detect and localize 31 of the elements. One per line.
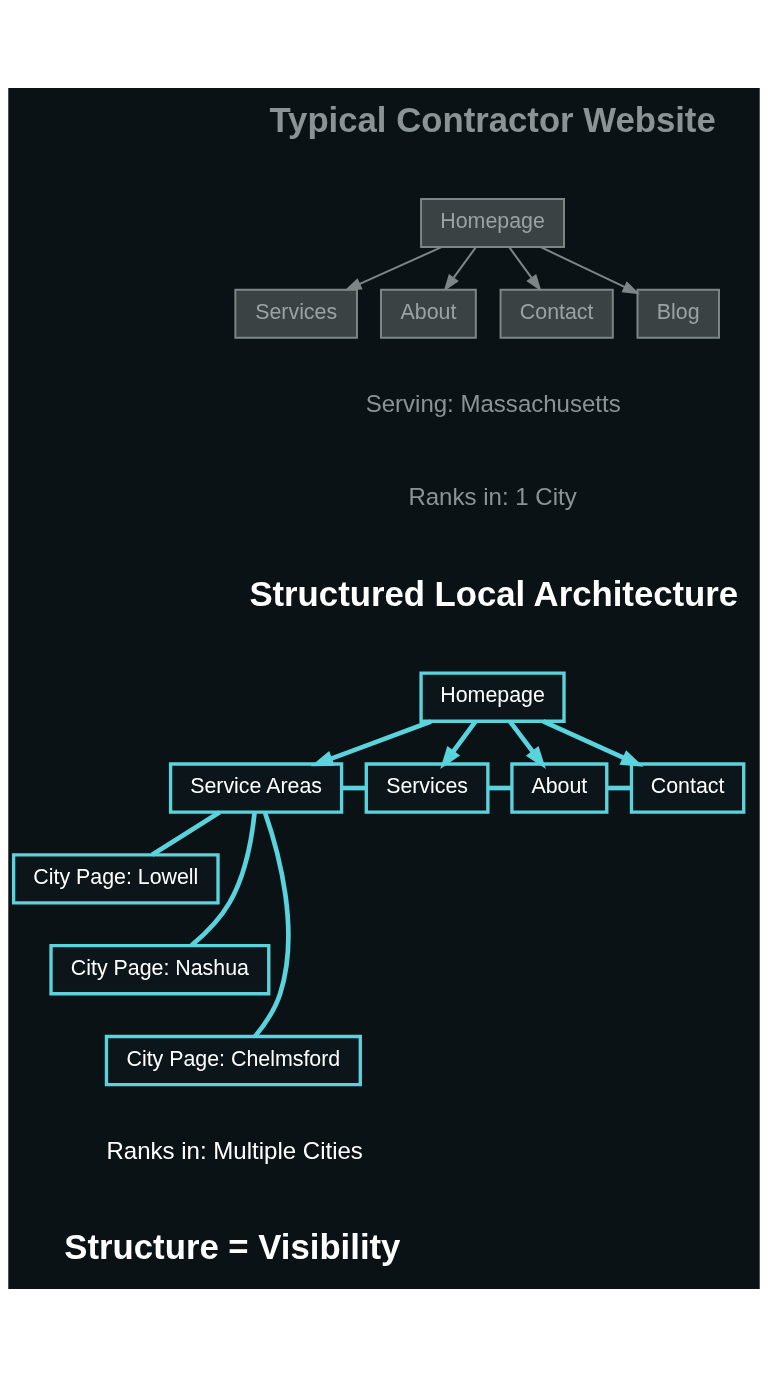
- node-box: Homepage: [420, 197, 565, 248]
- node-box: City Page: Nashua: [49, 943, 271, 995]
- connector: [150, 809, 221, 857]
- node-box: Services: [364, 761, 490, 814]
- node-box: City Page: Lowell: [11, 852, 220, 905]
- connector: [488, 785, 512, 790]
- arrow: [542, 718, 644, 767]
- arrow: [344, 245, 443, 291]
- arrow: [539, 245, 640, 294]
- node-box: Contact: [499, 288, 614, 339]
- arrow: [443, 245, 477, 292]
- node-box: Service Areas: [168, 761, 344, 814]
- node-box: Contact: [629, 761, 746, 814]
- node-box: Services: [234, 288, 358, 339]
- label: Structured Local Architecture: [249, 574, 739, 613]
- arrow: [508, 245, 542, 292]
- label: Typical Contractor Website: [269, 100, 716, 139]
- node-box: About: [510, 761, 609, 814]
- label: Structure = Visibility: [64, 1227, 401, 1266]
- node-box: Homepage: [419, 670, 566, 723]
- node-box: About: [380, 288, 477, 339]
- connector: [190, 811, 257, 947]
- label: Ranks in: 1 City: [408, 482, 577, 510]
- label: Serving: Massachusetts: [365, 389, 621, 417]
- connector: [253, 811, 291, 1038]
- connector: [606, 785, 631, 790]
- label: Ranks in: Multiple Cities: [106, 1136, 363, 1164]
- arrow: [310, 718, 432, 766]
- connector: [341, 785, 366, 790]
- node-box: Blog: [636, 288, 720, 339]
- node-box: City Page: Chelmsford: [104, 1034, 362, 1086]
